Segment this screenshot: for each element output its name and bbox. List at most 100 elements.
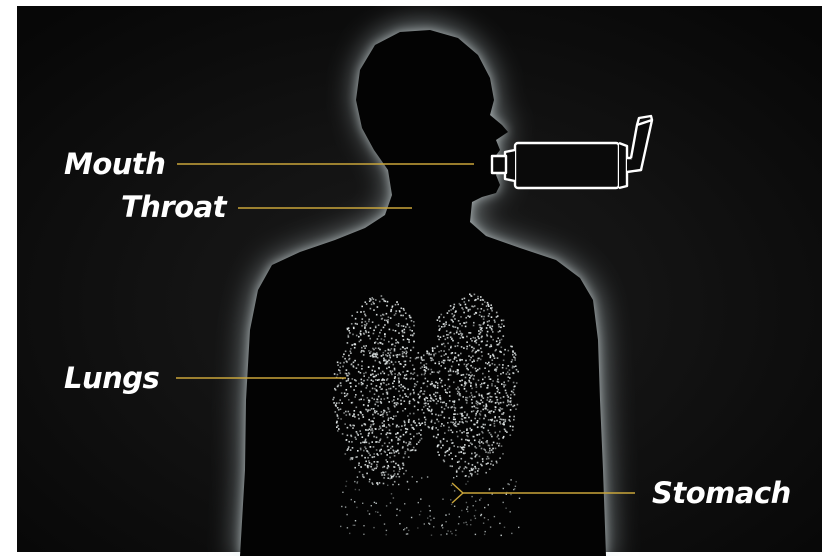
particle bbox=[409, 413, 411, 415]
particle bbox=[354, 379, 356, 381]
particle bbox=[445, 521, 446, 522]
particle bbox=[465, 439, 467, 441]
particle bbox=[373, 399, 375, 401]
particle bbox=[380, 329, 382, 331]
particle bbox=[470, 382, 472, 384]
particle bbox=[469, 345, 471, 347]
particle bbox=[481, 341, 483, 343]
particle bbox=[403, 457, 405, 459]
particle bbox=[471, 346, 473, 348]
particle bbox=[466, 374, 468, 376]
particle bbox=[494, 420, 496, 422]
particle bbox=[451, 407, 453, 409]
particle bbox=[398, 332, 400, 334]
particle bbox=[476, 401, 478, 403]
particle bbox=[363, 351, 365, 353]
particle bbox=[374, 410, 376, 412]
mouth-label: Mouth bbox=[64, 150, 165, 179]
particle bbox=[487, 335, 489, 337]
particle bbox=[393, 461, 395, 463]
particle bbox=[453, 326, 455, 328]
particle bbox=[489, 411, 491, 413]
particle bbox=[502, 437, 504, 439]
particle bbox=[340, 385, 342, 387]
particle bbox=[429, 523, 430, 524]
particle bbox=[385, 459, 387, 461]
particle bbox=[509, 373, 511, 375]
particle bbox=[510, 426, 512, 428]
particle bbox=[364, 442, 366, 444]
particle bbox=[377, 374, 379, 376]
particle bbox=[514, 394, 516, 396]
particle bbox=[467, 315, 469, 317]
particle bbox=[477, 358, 479, 360]
particle bbox=[461, 413, 463, 415]
particle bbox=[458, 461, 460, 463]
particle bbox=[387, 393, 389, 395]
particle bbox=[379, 349, 381, 351]
particle bbox=[487, 302, 489, 304]
particle bbox=[387, 321, 389, 323]
particle bbox=[370, 420, 372, 422]
particle bbox=[382, 425, 384, 427]
particle bbox=[488, 362, 490, 364]
particle bbox=[410, 334, 412, 336]
particle bbox=[450, 305, 452, 307]
particle bbox=[418, 402, 420, 404]
particle bbox=[458, 364, 460, 366]
particle bbox=[414, 406, 416, 408]
particle bbox=[439, 320, 441, 322]
particle bbox=[481, 441, 483, 443]
particle bbox=[368, 419, 370, 421]
particle bbox=[374, 376, 376, 378]
particle bbox=[466, 402, 468, 404]
particle bbox=[377, 354, 379, 356]
particle bbox=[466, 382, 468, 384]
particle bbox=[508, 380, 510, 382]
particle bbox=[385, 363, 387, 365]
particle bbox=[512, 350, 514, 352]
particle bbox=[489, 452, 491, 454]
particle bbox=[369, 481, 370, 482]
particle bbox=[467, 511, 468, 512]
particle bbox=[504, 527, 505, 528]
particle bbox=[358, 336, 360, 338]
particle bbox=[474, 418, 476, 420]
particle bbox=[474, 313, 476, 315]
particle bbox=[461, 510, 462, 511]
particle bbox=[491, 336, 493, 338]
particle bbox=[465, 475, 467, 477]
particle bbox=[473, 424, 475, 426]
particle bbox=[446, 330, 448, 332]
particle bbox=[450, 465, 452, 467]
particle bbox=[377, 379, 379, 381]
particle bbox=[494, 516, 495, 517]
particle bbox=[356, 335, 358, 337]
particle bbox=[450, 531, 451, 532]
particle bbox=[446, 533, 447, 534]
particle bbox=[482, 373, 484, 375]
particle bbox=[370, 327, 372, 329]
particle bbox=[373, 366, 375, 368]
particle bbox=[361, 306, 363, 308]
particle bbox=[405, 393, 407, 395]
particle bbox=[430, 510, 431, 511]
particle bbox=[418, 422, 420, 424]
particle bbox=[448, 379, 450, 381]
particle bbox=[468, 363, 470, 365]
particle bbox=[414, 372, 416, 374]
particle bbox=[348, 399, 350, 401]
particle bbox=[449, 395, 451, 397]
particle bbox=[363, 534, 364, 535]
particle bbox=[489, 401, 491, 403]
particle bbox=[392, 383, 394, 385]
particle bbox=[497, 391, 499, 393]
particle bbox=[481, 330, 483, 332]
particle bbox=[400, 400, 402, 402]
particle bbox=[380, 373, 382, 375]
particle bbox=[388, 383, 390, 385]
particle bbox=[445, 405, 447, 407]
particle bbox=[470, 338, 472, 340]
particle bbox=[509, 377, 511, 379]
particle bbox=[363, 354, 365, 356]
